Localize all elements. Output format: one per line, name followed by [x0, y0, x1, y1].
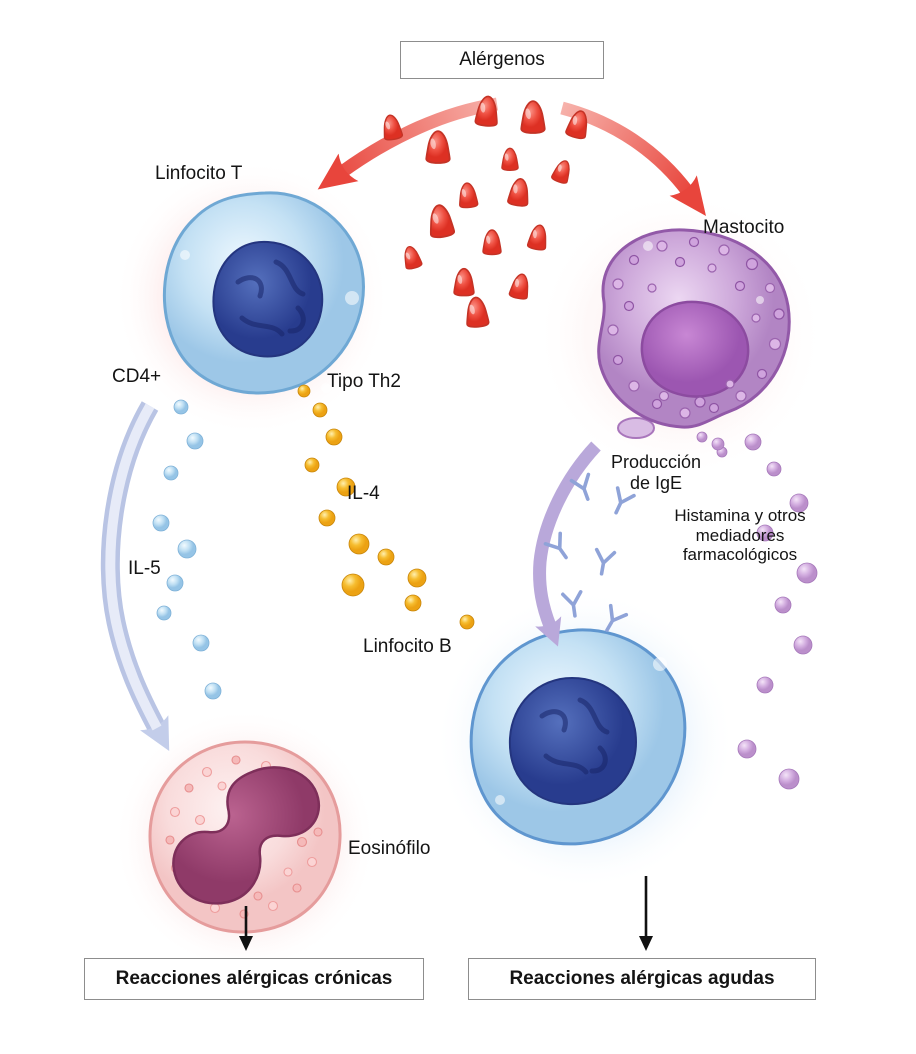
outcome-arrows	[239, 876, 653, 951]
label-linfocito-b: Linfocito B	[363, 636, 452, 657]
label-cd4: CD4+	[112, 366, 162, 387]
label-histamina: Histamina y otros mediadores farmacológi…	[674, 506, 806, 565]
arrow-mast-to-bcell	[533, 441, 601, 647]
pathway-arrows	[100, 401, 601, 751]
t-cell-nucleus	[212, 240, 324, 358]
eosinophil-cell	[148, 740, 342, 934]
reacciones-agudas-box: Reacciones alérgicas agudas	[468, 958, 816, 1000]
b-cell	[469, 628, 687, 846]
il5-dots	[152, 399, 222, 700]
label-tipo-th2: Tipo Th2	[327, 371, 401, 392]
il4-dots	[297, 384, 475, 630]
mast-cell-granules	[607, 236, 785, 419]
b-cell-nucleus	[508, 676, 638, 806]
reacciones-cronicas-label: Reacciones alérgicas crónicas	[115, 968, 393, 989]
label-eosinofilo: Eosinófilo	[348, 838, 431, 859]
arrow-allergen-left	[317, 97, 498, 190]
alergenos-box-label: Alérgenos	[459, 49, 545, 70]
histamine-dots	[711, 433, 818, 790]
label-produccion-ige: Producción de IgE	[610, 452, 702, 493]
eosinophil-nucleus	[172, 766, 321, 905]
label-mastocito: Mastocito	[703, 217, 785, 238]
label-il4: IL-4	[347, 483, 380, 504]
label-il5: IL-5	[128, 558, 161, 579]
t-cell	[162, 191, 365, 395]
alergenos-box: Alérgenos	[400, 41, 604, 79]
reacciones-agudas-label: Reacciones alérgicas agudas	[509, 968, 775, 989]
label-linfocito-t: Linfocito T	[155, 163, 243, 184]
mast-cell-nucleus	[640, 300, 750, 398]
reacciones-cronicas-box: Reacciones alérgicas crónicas	[84, 958, 424, 1000]
